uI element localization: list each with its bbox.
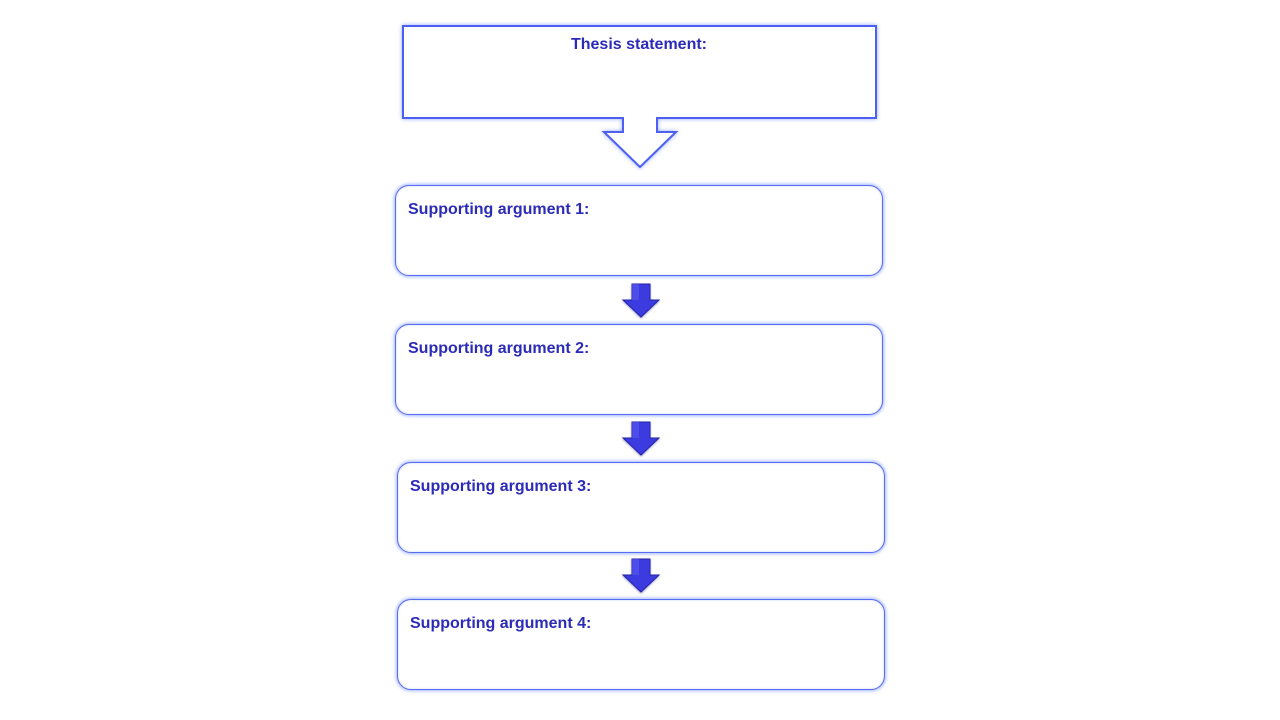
- thesis-callout-shape: [402, 25, 877, 169]
- down-arrow-icon: [621, 283, 661, 318]
- supporting-argument-2-box[interactable]: Supporting argument 2:: [395, 324, 883, 415]
- thesis-statement-label[interactable]: Thesis statement:: [570, 36, 708, 53]
- supporting-argument-2-label: Supporting argument 2:: [408, 340, 590, 357]
- down-arrow-icon: [621, 558, 661, 593]
- supporting-argument-3-label: Supporting argument 3:: [410, 478, 592, 495]
- supporting-argument-4-box[interactable]: Supporting argument 4:: [397, 599, 885, 690]
- supporting-argument-1-label: Supporting argument 1:: [408, 201, 590, 218]
- supporting-argument-3-box[interactable]: Supporting argument 3:: [397, 462, 885, 553]
- down-arrow-icon: [621, 421, 661, 456]
- supporting-argument-1-box[interactable]: Supporting argument 1:: [395, 185, 883, 276]
- supporting-argument-4-label: Supporting argument 4:: [410, 615, 592, 632]
